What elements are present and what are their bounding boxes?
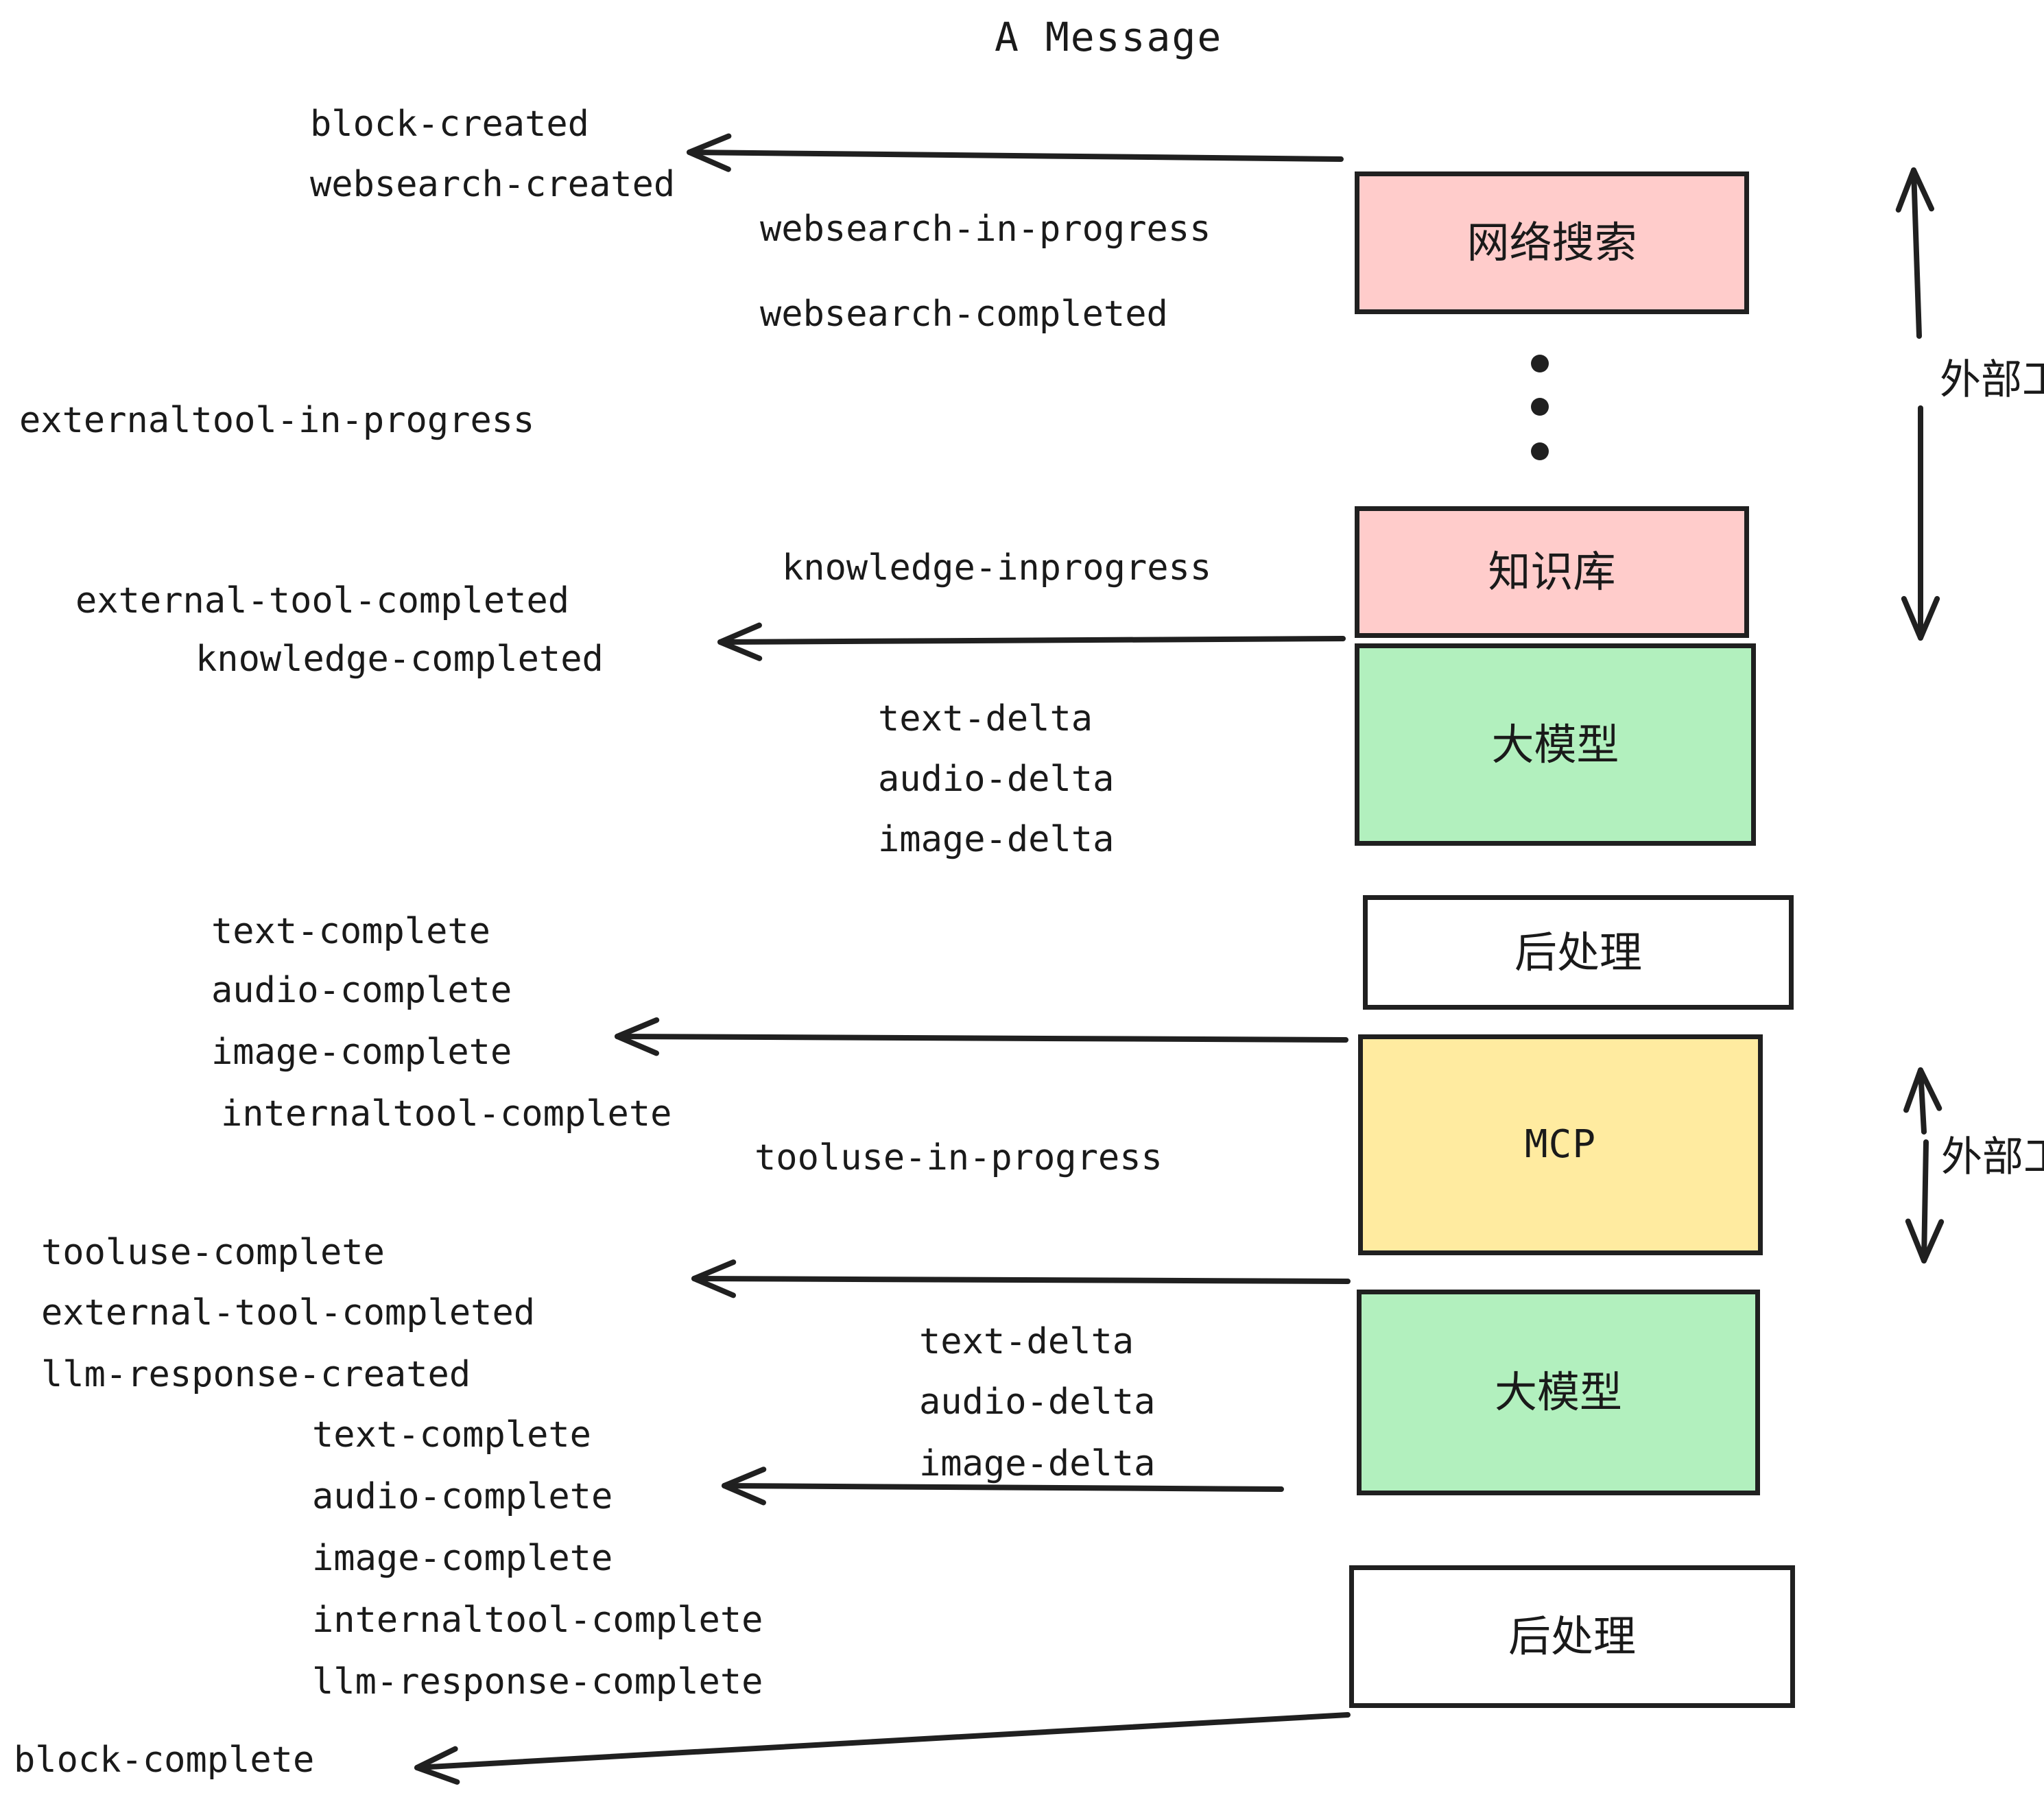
box-knowledge[interactable]: 知识库 xyxy=(1355,506,1749,638)
connector-arrowhead-arrow-ext-tools-down xyxy=(1901,595,1940,641)
side-label-external-tools-top: 外部工具 xyxy=(1940,356,2044,404)
event-label-llm-response-created: llm-response-created xyxy=(41,1354,471,1395)
event-label-internaltool-complete-1: internaltool-complete xyxy=(221,1093,672,1135)
connector-arrowhead-arrow-ext-tools-down-2 xyxy=(1905,1218,1945,1263)
connector-arrowhead-arrow-image-complete xyxy=(615,1017,660,1056)
event-label-tooluse-complete: tooluse-complete xyxy=(41,1232,385,1273)
event-label-block-complete: block-complete xyxy=(14,1740,315,1781)
connector-line-arrow-block-created xyxy=(687,150,1344,162)
event-label-text-complete-2: text-complete xyxy=(312,1414,591,1456)
event-label-text-delta-1: text-delta xyxy=(878,698,1093,739)
box-label-websearch: 网络搜索 xyxy=(1466,217,1637,268)
connector-line-arrow-knowledge-completed xyxy=(717,636,1346,645)
box-label-postprocess-1: 后处理 xyxy=(1514,927,1642,977)
event-label-external-tool-completed-2: external-tool-completed xyxy=(41,1292,536,1333)
box-mcp[interactable]: MCP xyxy=(1358,1034,1763,1255)
box-label-postprocess-2: 后处理 xyxy=(1508,1611,1636,1661)
connector-arrowhead-arrow-block-complete xyxy=(414,1746,460,1785)
event-label-knowledge-completed: knowledge-completed xyxy=(195,639,604,680)
side-label-external-tools-bottom: 外部工具 xyxy=(1941,1133,2044,1181)
event-label-websearch-created: websearch-created xyxy=(310,164,676,205)
ellipsis-dot-1 xyxy=(1531,355,1549,372)
event-label-text-complete-1: text-complete xyxy=(211,911,490,952)
event-label-internaltool-complete-2: internaltool-complete xyxy=(312,1600,763,1641)
event-label-audio-complete-1: audio-complete xyxy=(211,970,512,1011)
event-label-knowledge-inprogress: knowledge-inprogress xyxy=(782,547,1212,589)
event-label-external-tool-completed-1: external-tool-completed xyxy=(75,580,570,621)
box-llm-2[interactable]: 大模型 xyxy=(1357,1290,1760,1495)
box-llm-1[interactable]: 大模型 xyxy=(1355,643,1756,846)
box-label-knowledge: 知识库 xyxy=(1488,547,1616,597)
event-label-block-created: block-created xyxy=(310,104,589,145)
connector-line-arrow-ext-tools-up xyxy=(1911,167,1922,339)
box-postprocess-2[interactable]: 后处理 xyxy=(1349,1565,1795,1708)
event-label-audio-delta-2: audio-delta xyxy=(919,1381,1156,1423)
event-label-externaltool-in-progress: externaltool-in-progress xyxy=(19,400,535,441)
box-label-mcp: MCP xyxy=(1524,1122,1597,1167)
event-label-image-delta-2: image-delta xyxy=(919,1443,1156,1484)
connector-arrowhead-arrow-tooluse-complete xyxy=(691,1259,737,1298)
box-postprocess-1[interactable]: 后处理 xyxy=(1363,895,1794,1010)
connector-arrowhead-arrow-ext-tools-up-2 xyxy=(1903,1067,1942,1113)
connector-line-arrow-audio-complete xyxy=(722,1483,1284,1492)
event-label-websearch-in-progress: websearch-in-progress xyxy=(760,209,1211,250)
connector-line-arrow-ext-tools-down-2 xyxy=(1921,1139,1929,1263)
event-label-audio-delta-1: audio-delta xyxy=(878,759,1115,800)
diagram-title: A Message xyxy=(995,14,1223,60)
connector-line-arrow-block-complete xyxy=(414,1712,1351,1770)
event-label-tooluse-in-progress: tooluse-in-progress xyxy=(754,1137,1163,1178)
event-label-image-complete-1: image-complete xyxy=(211,1032,512,1073)
ellipsis-dot-3 xyxy=(1531,442,1549,460)
event-label-llm-response-complete: llm-response-complete xyxy=(312,1661,763,1702)
box-label-llm-2: 大模型 xyxy=(1494,1367,1622,1417)
connector-line-arrow-ext-tools-up-2 xyxy=(1918,1067,1927,1135)
event-label-websearch-completed: websearch-completed xyxy=(760,294,1168,335)
event-label-audio-complete-2: audio-complete xyxy=(312,1476,613,1517)
connector-line-arrow-image-complete xyxy=(615,1034,1348,1043)
box-label-llm-1: 大模型 xyxy=(1491,719,1619,770)
event-label-text-delta-2: text-delta xyxy=(919,1321,1134,1362)
connector-arrowhead-arrow-block-created xyxy=(687,133,732,172)
event-label-image-delta-1: image-delta xyxy=(878,819,1115,860)
connector-line-arrow-tooluse-complete xyxy=(691,1276,1351,1284)
connector-arrowhead-arrow-audio-complete xyxy=(722,1467,767,1506)
box-websearch[interactable]: 网络搜索 xyxy=(1355,171,1749,314)
connector-arrowhead-arrow-knowledge-completed xyxy=(717,622,763,661)
ellipsis-dot-2 xyxy=(1531,398,1549,416)
connector-arrowhead-arrow-ext-tools-up xyxy=(1895,167,1935,213)
event-label-image-complete-2: image-complete xyxy=(312,1538,613,1579)
